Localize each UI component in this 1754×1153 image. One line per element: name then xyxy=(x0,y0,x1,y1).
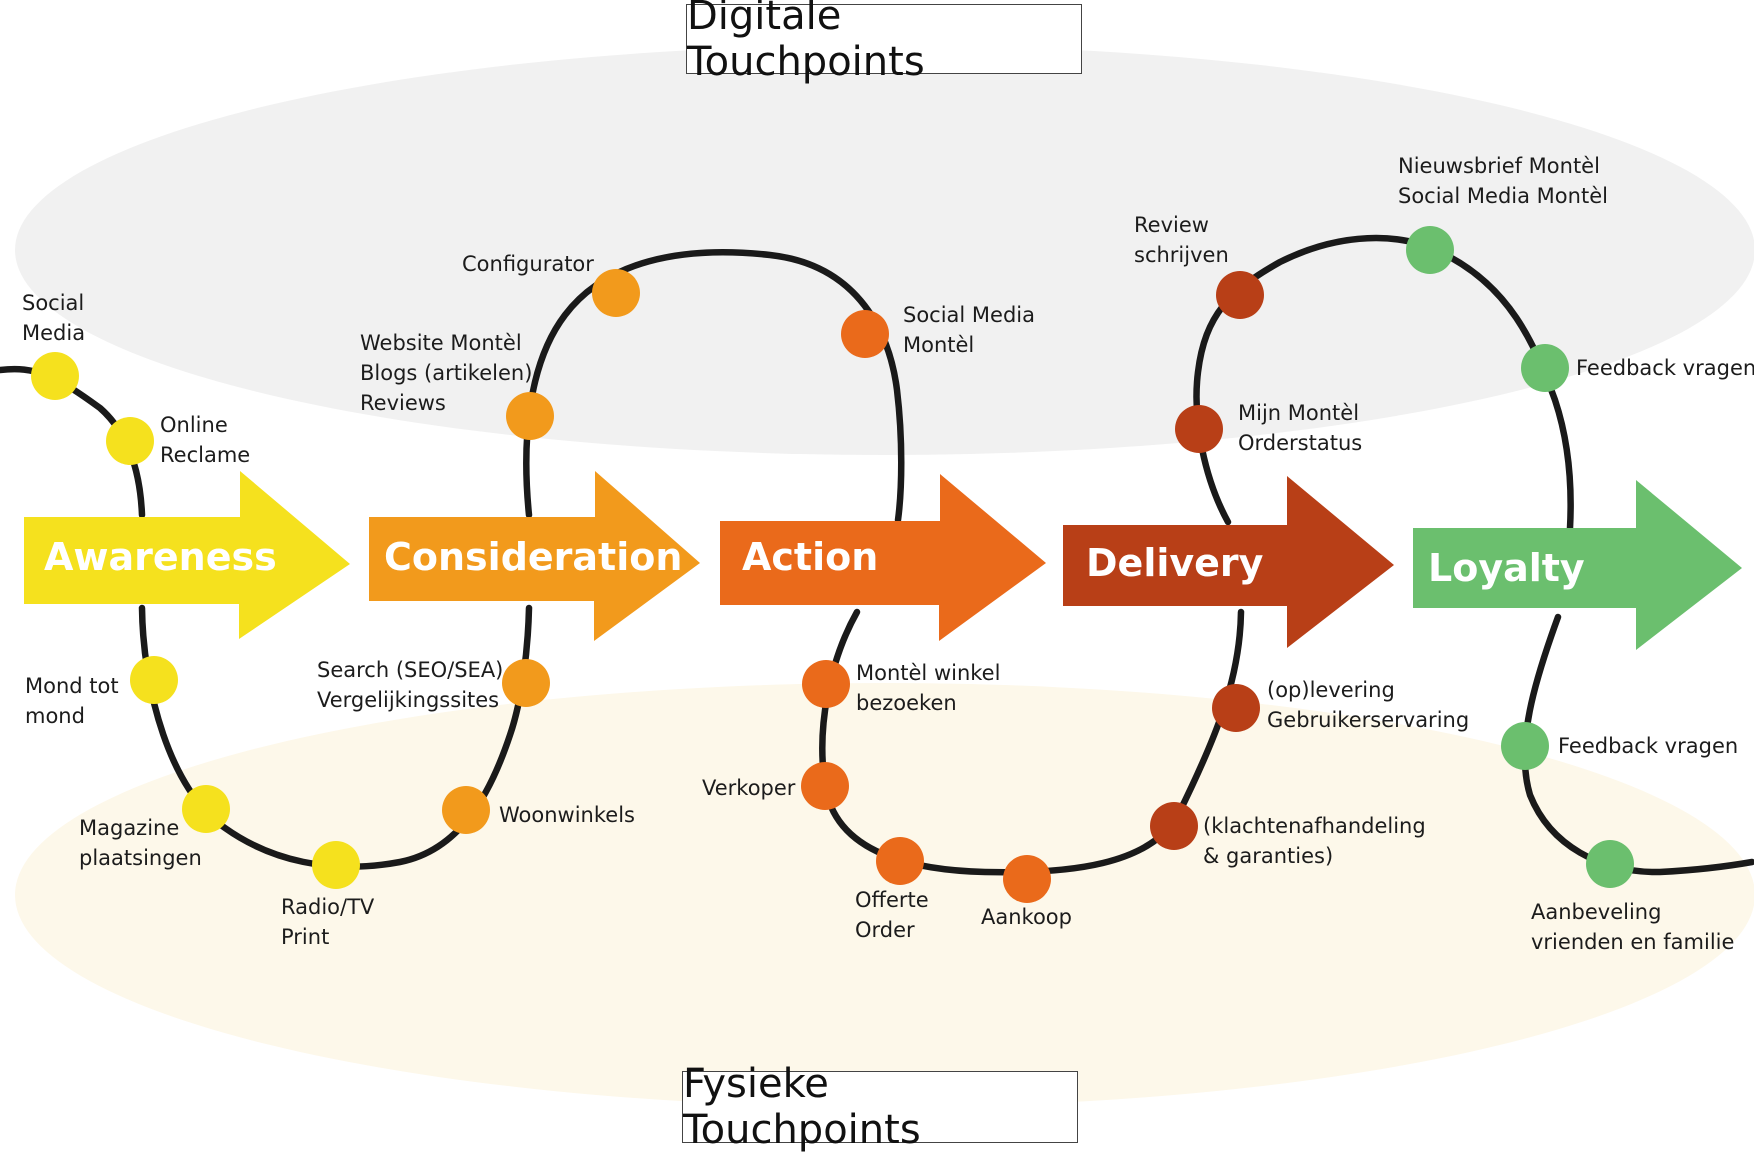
label-magazine-plaatsingen: Magazine plaatsingen xyxy=(79,816,202,870)
phase-label-loyalty: Loyalty xyxy=(1428,546,1585,590)
touchpoint-dot-social-media xyxy=(31,352,79,400)
touchpoint-dot-mijn-montel xyxy=(1175,405,1223,453)
label-mijn-montel-orderstatus: Mijn Montèl Orderstatus xyxy=(1238,401,1363,455)
digital-zone xyxy=(15,45,1754,455)
touchpoint-dot-klachten xyxy=(1150,802,1198,850)
label-nieuwsbrief-montel: Nieuwsbrief Montèl Social Media Montèl xyxy=(1398,154,1608,208)
label-website-montel: Website Montèl Blogs (artikelen) Reviews xyxy=(360,331,533,415)
label-search-seo-sea: Search (SEO/SEA) Vergelijkingssites xyxy=(317,658,504,712)
path-delivery-loyalty-top xyxy=(1193,234,1574,532)
phase-arrow-awareness xyxy=(24,471,350,639)
label-aankoop: Aankoop xyxy=(981,905,1072,929)
label-woonwinkels: Woonwinkels xyxy=(499,803,635,827)
path-consideration-action-top xyxy=(523,249,905,524)
touchpoint-dot-feedback-physical xyxy=(1501,722,1549,770)
phase-arrow-action xyxy=(720,474,1046,641)
touchpoint-dot-aanbeveling xyxy=(1586,840,1634,888)
label-online-reclame: Online Reclame xyxy=(160,413,251,467)
touchpoint-dot-online-reclame xyxy=(106,417,154,465)
phase-label-awareness: Awareness xyxy=(44,535,277,579)
touchpoint-dot-winkel-bezoeken xyxy=(802,660,850,708)
label-montel-winkel-bezoeken: Montèl winkel bezoeken xyxy=(856,661,1001,715)
touchpoint-dot-nieuwsbrief xyxy=(1406,226,1454,274)
touchpoint-dot-radio-tv xyxy=(312,841,360,889)
label-feedback-vragen-physical: Feedback vragen xyxy=(1558,734,1739,758)
label-klachtenafhandeling: (klachtenafhandeling & garanties) xyxy=(1203,814,1426,868)
physical-touchpoints-title: Fysieke Touchpoints xyxy=(682,1061,1078,1153)
touchpoint-dot-oplevering xyxy=(1212,684,1260,732)
label-feedback-vragen-digital: Feedback vragen xyxy=(1576,356,1754,380)
touchpoint-dot-mond-tot-mond xyxy=(130,656,178,704)
touchpoint-dot-verkoper xyxy=(801,762,849,810)
physical-zone xyxy=(15,683,1754,1107)
label-mond-tot-mond: Mond tot mond xyxy=(25,674,119,728)
path-loyalty-bottom xyxy=(1521,613,1754,876)
label-social-media-montel: Social Media Montèl xyxy=(903,303,1036,357)
label-social-media: Social Media xyxy=(22,291,86,345)
phase-arrow-loyalty xyxy=(1413,480,1742,650)
label-oplevering: (op)levering Gebruikerservaring xyxy=(1267,678,1470,732)
phase-label-consideration: Consideration xyxy=(384,535,683,579)
touchpoint-dot-offerte xyxy=(876,837,924,885)
phase-arrow-delivery xyxy=(1063,476,1394,648)
touchpoint-dot-search xyxy=(502,659,550,707)
label-verkoper: Verkoper xyxy=(702,776,796,800)
touchpoint-dot-configurator xyxy=(592,269,640,317)
label-review-schrijven: Review schrijven xyxy=(1134,213,1229,267)
touchpoint-dot-feedback-digital xyxy=(1521,344,1569,392)
path-awareness-consideration-bottom xyxy=(138,604,533,870)
touchpoint-dot-social-media-montel xyxy=(841,310,889,358)
label-aanbeveling: Aanbeveling vrienden en familie xyxy=(1531,900,1735,954)
touchpoint-dot-woonwinkels xyxy=(442,786,490,834)
path-action-delivery-bottom xyxy=(819,608,1245,876)
phase-label-action: Action xyxy=(742,535,879,579)
phase-arrow-consideration xyxy=(369,471,700,641)
label-configurator: Configurator xyxy=(462,252,594,276)
path-awareness-top xyxy=(0,365,146,519)
label-radio-tv-print: Radio/TV Print xyxy=(281,895,375,949)
label-offerte-order: Offerte Order xyxy=(855,888,929,942)
digital-touchpoints-title: Digitale Touchpoints xyxy=(686,0,1082,85)
touchpoint-dot-aankoop xyxy=(1003,855,1051,903)
touchpoint-dot-magazine xyxy=(182,785,230,833)
phase-label-delivery: Delivery xyxy=(1086,541,1264,585)
touchpoint-dot-review xyxy=(1216,271,1264,319)
touchpoint-dot-website xyxy=(506,392,554,440)
